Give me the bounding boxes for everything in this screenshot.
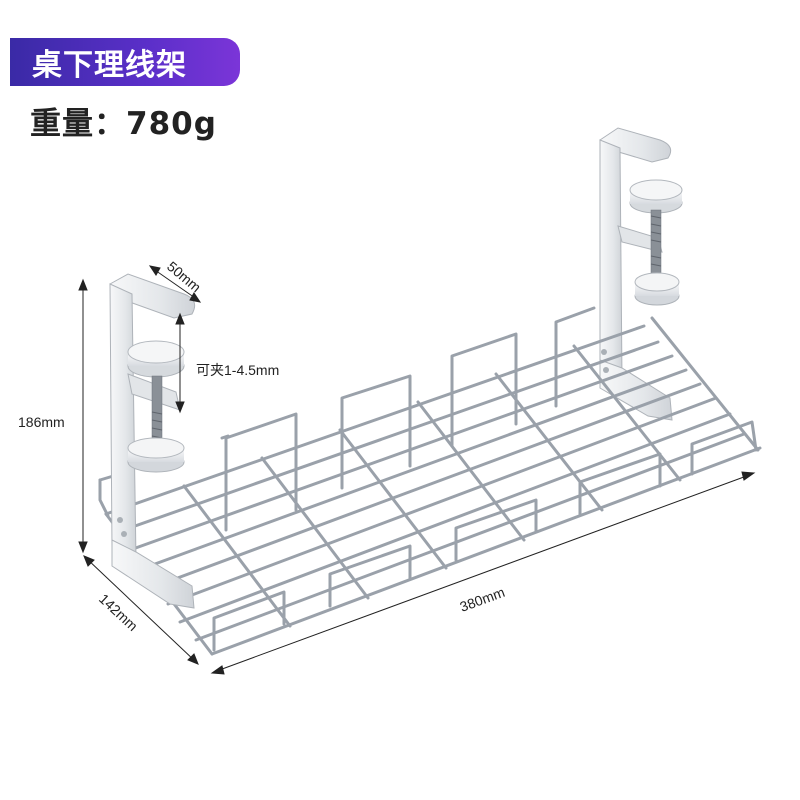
dimension-lines [78, 265, 756, 675]
dimension-height: 186mm [18, 414, 65, 430]
left-bracket [109, 273, 196, 609]
dimension-clamp-range: 可夹1-4.5mm [196, 362, 279, 378]
dimension-depth: 142mm [96, 590, 141, 634]
product-title: 桌下理线架 [32, 48, 187, 83]
wire-basket [98, 306, 762, 656]
right-bracket [599, 127, 683, 421]
dimension-length: 380mm [458, 584, 507, 615]
title-badge: 桌下理线架 [10, 38, 240, 86]
weight-label: 重量：780g [30, 106, 217, 142]
